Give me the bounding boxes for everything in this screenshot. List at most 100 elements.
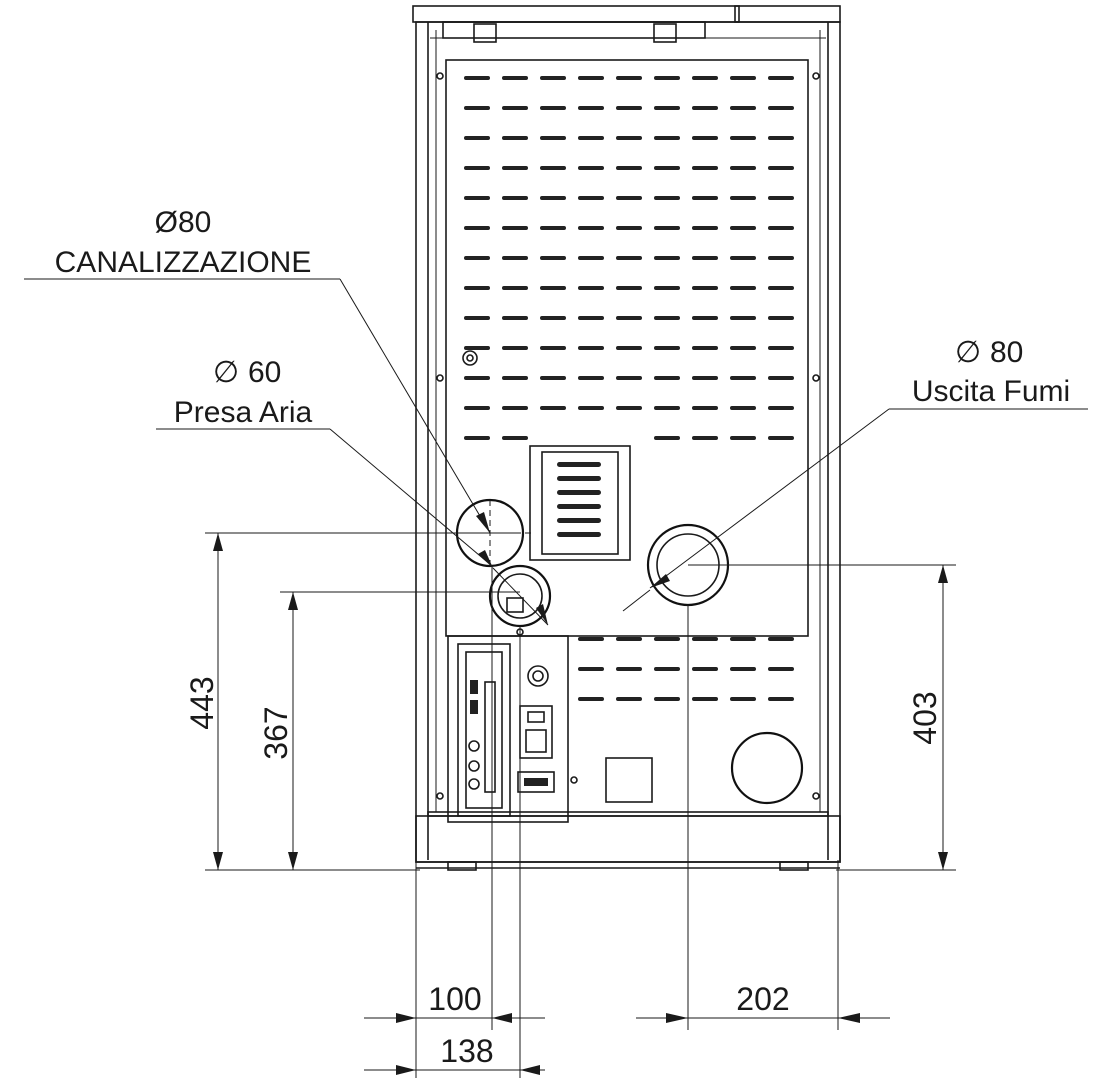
vent-slot: [464, 436, 490, 440]
vent-slot: [616, 106, 642, 110]
vent-slot: [692, 76, 718, 80]
vent-slot: [616, 76, 642, 80]
vent-slot: [578, 406, 604, 410]
vent-slot: [768, 76, 794, 80]
dimension-100: 100: [428, 981, 481, 1017]
vent-slot: [502, 406, 528, 410]
dimension-202: 202: [736, 981, 789, 1017]
vent-slot: [578, 256, 604, 260]
canalizzazione-diameter-label: Ø80: [155, 206, 212, 239]
vent-slot: [502, 286, 528, 290]
vent-slot: [616, 346, 642, 350]
vent-slot: [464, 316, 490, 320]
leader-lines: [24, 278, 1088, 626]
vent-slot: [578, 166, 604, 170]
vent-slot: [692, 106, 718, 110]
vent-slot: [692, 256, 718, 260]
vent-slot: [578, 106, 604, 110]
vent-slot: [654, 106, 680, 110]
vent-slot: [654, 376, 680, 380]
vent-slot: [464, 166, 490, 170]
vent-slot: [730, 406, 756, 410]
vent-slot: [730, 637, 756, 641]
dimension-443: 443: [184, 676, 220, 729]
diameter-symbol-icon: ∅: [955, 336, 981, 369]
vent-slot: [654, 406, 680, 410]
vent-slot: [540, 196, 566, 200]
fan-grille: [529, 445, 631, 561]
dimension-403: 403: [907, 691, 943, 744]
ventilation-slots: [464, 76, 794, 701]
vent-slot: [616, 226, 642, 230]
vent-slot: [654, 136, 680, 140]
vent-slot: [502, 136, 528, 140]
vent-slot: [578, 226, 604, 230]
vent-slot: [692, 637, 718, 641]
diameter-symbol-icon: ∅: [213, 356, 239, 389]
vent-slot: [654, 667, 680, 671]
vent-slot: [540, 166, 566, 170]
vent-slot: [730, 376, 756, 380]
vent-slot: [654, 256, 680, 260]
vent-slot: [502, 376, 528, 380]
vent-slot: [768, 346, 794, 350]
presa-aria-diameter-label: 60: [248, 356, 281, 389]
vent-slot: [692, 436, 718, 440]
vent-slot: [692, 346, 718, 350]
vent-slot: [464, 346, 490, 350]
vent-slot: [616, 136, 642, 140]
vent-slot: [768, 226, 794, 230]
vent-slot: [616, 166, 642, 170]
vent-slot: [578, 196, 604, 200]
vent-slot: [540, 286, 566, 290]
vent-slot: [578, 136, 604, 140]
vent-slot: [616, 406, 642, 410]
vent-slot: [768, 436, 794, 440]
vent-slot: [578, 376, 604, 380]
vent-slot: [654, 436, 680, 440]
dimension-367: 367: [258, 706, 294, 759]
vent-slot: [768, 637, 794, 641]
vent-slot: [654, 166, 680, 170]
vent-slot: [540, 136, 566, 140]
vent-slot: [730, 667, 756, 671]
vent-slot: [730, 226, 756, 230]
vent-slot: [464, 76, 490, 80]
vent-slot: [768, 166, 794, 170]
vent-slot: [654, 286, 680, 290]
vent-slot: [502, 256, 528, 260]
vent-slot: [540, 376, 566, 380]
vent-slot: [692, 667, 718, 671]
vent-slot: [616, 256, 642, 260]
vent-slot: [692, 136, 718, 140]
vent-slot: [578, 697, 604, 701]
vent-slot: [730, 106, 756, 110]
vent-slot: [578, 637, 604, 641]
vent-slot: [616, 376, 642, 380]
vent-slot: [730, 316, 756, 320]
vent-slot: [768, 406, 794, 410]
vent-slot: [768, 256, 794, 260]
vent-slot: [578, 346, 604, 350]
vent-slot: [654, 637, 680, 641]
vent-slot: [502, 196, 528, 200]
vent-slot: [692, 406, 718, 410]
vent-slot: [654, 196, 680, 200]
vent-slot: [464, 196, 490, 200]
canalizzazione-label: CANALIZZAZIONE: [55, 246, 312, 279]
vent-slot: [540, 406, 566, 410]
stove-outline: [412, 5, 841, 871]
vent-slot: [692, 226, 718, 230]
vent-slot: [730, 436, 756, 440]
vent-slot: [502, 346, 528, 350]
vent-slot: [654, 226, 680, 230]
vent-slot: [464, 406, 490, 410]
uscita-fumi-label: Uscita Fumi: [912, 375, 1070, 408]
vent-slot: [616, 196, 642, 200]
vent-slot: [616, 697, 642, 701]
vent-slot: [654, 697, 680, 701]
vent-slot: [616, 286, 642, 290]
vent-slot: [768, 286, 794, 290]
vent-slot: [692, 697, 718, 701]
